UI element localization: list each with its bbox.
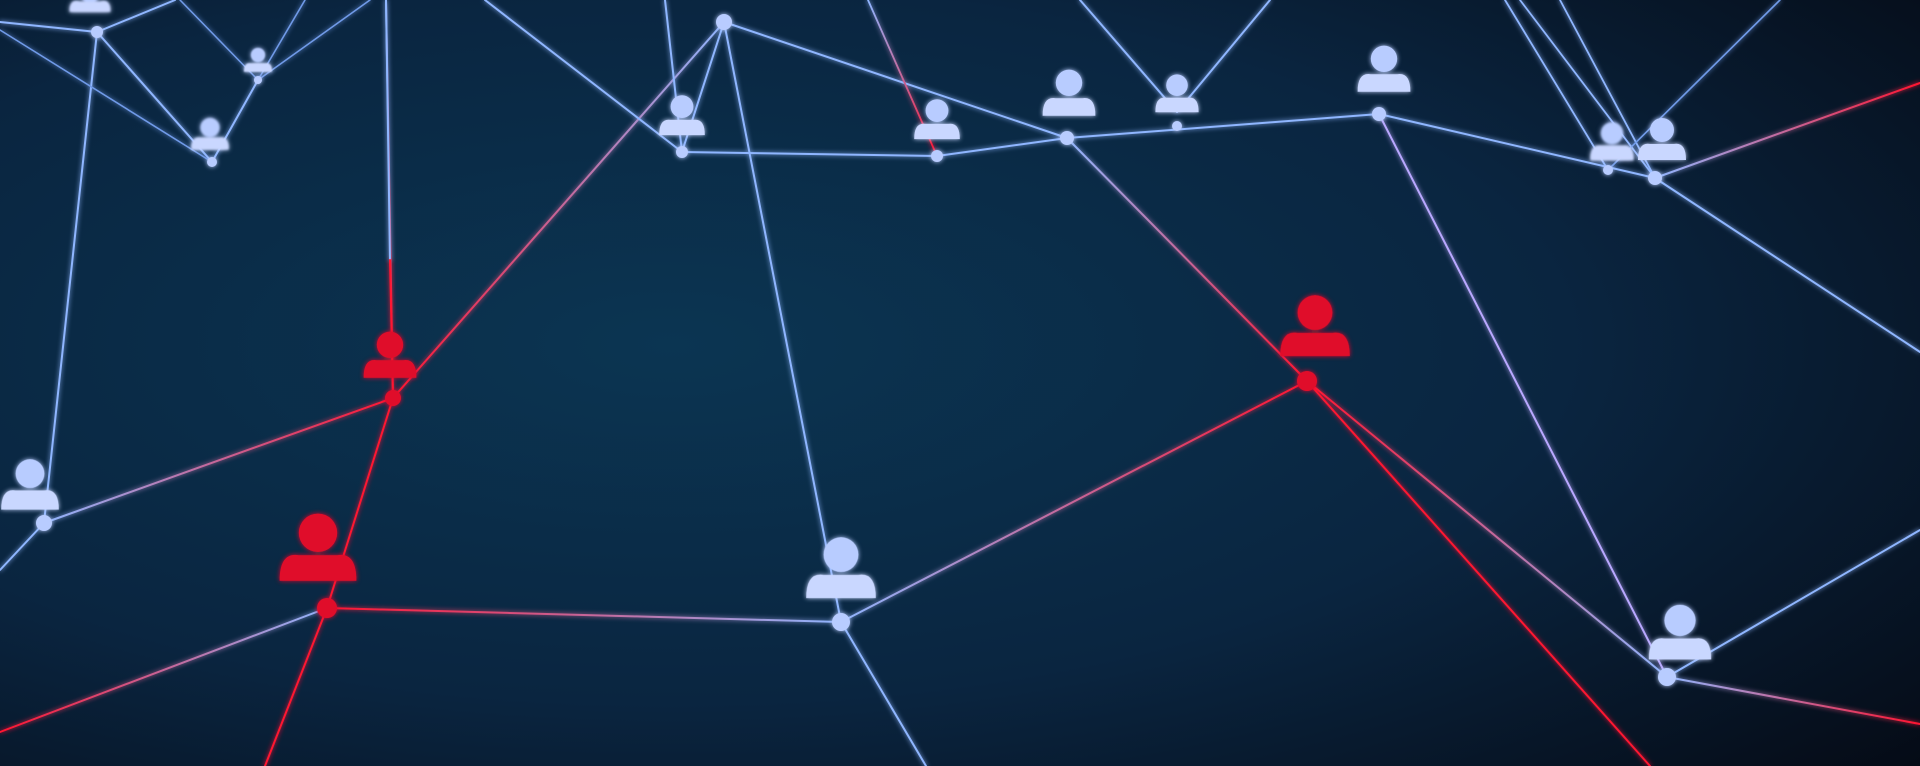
person-icons: [1, 0, 1712, 660]
link: [96, 31, 213, 163]
junction-dot: [317, 598, 337, 618]
link: [43, 31, 98, 524]
link: [1176, 0, 1271, 113]
person-icon-red: [1280, 295, 1350, 357]
link: [43, 397, 394, 524]
person-icon: [191, 118, 229, 150]
link: [840, 380, 1308, 623]
link: [0, 29, 213, 163]
link: [385, 0, 391, 261]
link: [1654, 82, 1920, 179]
junction-dot: [1060, 131, 1074, 145]
junction-dot: [1172, 121, 1182, 131]
link: [0, 607, 328, 733]
person-icon-red: [279, 513, 357, 581]
link: [0, 21, 98, 33]
link: [1079, 0, 1178, 113]
link: [1654, 177, 1920, 353]
junction-dot: [832, 613, 850, 631]
person-icon: [1638, 118, 1686, 160]
person-icon: [1042, 69, 1096, 116]
person-icon: [914, 99, 960, 140]
junction-dot: [1603, 165, 1613, 175]
person-icon: [659, 95, 705, 136]
junction-dot: [254, 76, 262, 84]
person-icon: [1, 459, 59, 510]
link: [1066, 137, 1308, 382]
link: [1066, 113, 1380, 139]
person-icon: [69, 0, 111, 12]
link: [257, 0, 371, 81]
link: [723, 21, 842, 623]
person-icon-red: [363, 331, 417, 378]
junction-dot: [716, 14, 732, 30]
junction-dot: [1297, 371, 1317, 391]
link: [681, 151, 938, 157]
link: [840, 621, 927, 766]
junction-dot: [207, 157, 217, 167]
link: [392, 21, 725, 399]
link: [1504, 0, 1609, 171]
person-icon: [1357, 45, 1411, 92]
link: [1519, 0, 1656, 179]
junction-dot: [1658, 668, 1676, 686]
link: [723, 21, 1068, 139]
junction-dot: [931, 150, 943, 162]
link: [1378, 113, 1668, 678]
junction-dot: [91, 26, 103, 38]
person-icon: [1590, 122, 1634, 161]
link: [1559, 0, 1656, 179]
person-icon: [1648, 604, 1712, 660]
link: [0, 522, 45, 571]
link: [936, 137, 1068, 157]
junction-dot: [676, 146, 688, 158]
link: [1607, 0, 1781, 171]
junction-dot: [1372, 107, 1386, 121]
link: [1306, 380, 1651, 766]
network-junctions: [36, 14, 1676, 686]
junction-dot: [36, 515, 52, 531]
link: [1306, 380, 1668, 678]
junction-dot: [385, 390, 401, 406]
link: [484, 0, 683, 153]
person-icon: [1155, 74, 1199, 113]
link: [326, 607, 842, 623]
person-icon: [244, 48, 272, 72]
link: [264, 607, 328, 766]
link: [1666, 676, 1920, 725]
junction-dot: [1648, 171, 1662, 185]
link: [96, 0, 176, 33]
person-icon: [806, 537, 876, 599]
